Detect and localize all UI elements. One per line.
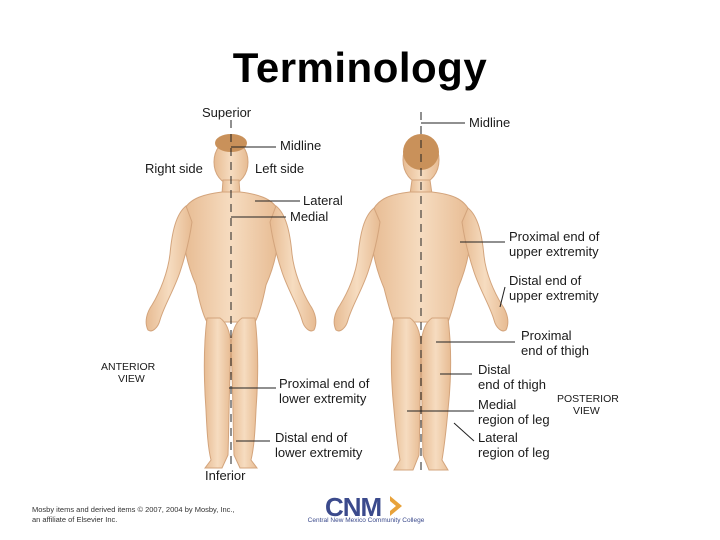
label-medial-leg-line2: region of leg (478, 412, 550, 427)
label-midline-posterior: Midline (469, 115, 510, 130)
logo-text: CNM (325, 492, 382, 522)
leader-distal-upper (499, 286, 506, 308)
label-posterior-view-line2: VIEW (573, 405, 600, 417)
anterior-right-leg (203, 317, 232, 469)
posterior-right-leg (420, 317, 452, 471)
label-lateral-leg-line2: region of leg (478, 445, 550, 460)
label-distal-thigh-line2: end of thigh (478, 377, 546, 392)
label-posterior-view-line1: POSTERIOR (557, 393, 619, 405)
anterior-left-arm (269, 205, 317, 332)
anterior-body (145, 134, 317, 469)
anterior-left-leg (230, 317, 259, 469)
label-right-side: Right side (145, 161, 203, 176)
label-inferior: Inferior (205, 468, 246, 483)
copyright-line-1: Mosby items and derived items © 2007, 20… (32, 505, 235, 514)
label-proximal-thigh-line2: end of thigh (521, 343, 589, 358)
posterior-hair (403, 134, 439, 170)
posterior-right-arm (333, 207, 381, 332)
label-anterior-view-line2: VIEW (118, 373, 145, 385)
label-proximal-thigh-line1: Proximal (521, 328, 572, 343)
logo-subtitle: Central New Mexico Community College (307, 517, 425, 524)
label-lateral-leg-line1: Lateral (478, 430, 518, 445)
label-proximal-upper-line1: Proximal end of (509, 229, 600, 244)
label-distal-upper-line2: upper extremity (509, 288, 599, 303)
leader-lines (229, 122, 515, 442)
label-medial: Medial (290, 209, 328, 224)
cnm-logo: CNM Central New Mexico Community College (296, 492, 436, 528)
label-medial-leg-line1: Medial (478, 397, 516, 412)
leader-lateral-leg (453, 422, 475, 442)
anterior-right-arm (145, 205, 193, 332)
copyright-notice: Mosby items and derived items © 2007, 20… (32, 505, 272, 525)
label-left-side: Left side (255, 161, 304, 176)
chevron-right-icon (390, 496, 402, 516)
label-distal-lower-line2: lower extremity (275, 445, 363, 460)
label-distal-thigh-line1: Distal (478, 362, 511, 377)
label-proximal-lower-line2: lower extremity (279, 391, 367, 406)
label-proximal-lower-line1: Proximal end of (279, 376, 370, 391)
posterior-left-leg (390, 317, 422, 471)
label-proximal-upper-line2: upper extremity (509, 244, 599, 259)
label-superior: Superior (202, 105, 252, 120)
posterior-left-arm (461, 207, 509, 332)
label-distal-upper-line1: Distal end of (509, 273, 582, 288)
label-anterior-view-line1: ANTERIOR (101, 361, 156, 373)
posterior-body (333, 134, 509, 471)
label-lateral: Lateral (303, 193, 343, 208)
label-distal-lower-line1: Distal end of (275, 430, 348, 445)
slide-title: Terminology (232, 44, 488, 91)
copyright-line-2: an affiliate of Elsevier Inc. (32, 515, 118, 524)
label-midline-anterior: Midline (280, 138, 321, 153)
